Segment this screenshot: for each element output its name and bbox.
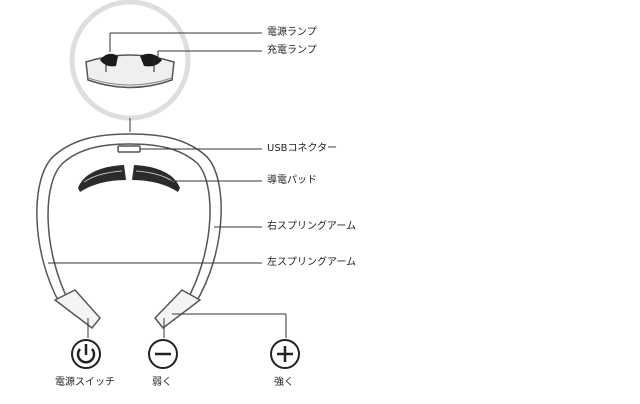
lamp-zoom-inset xyxy=(69,0,191,121)
label-usb-connector: USBコネクター xyxy=(267,143,338,154)
leader-lines xyxy=(48,32,287,338)
label-weak: 弱く xyxy=(152,377,172,388)
neckband xyxy=(36,133,222,330)
label-charge-lamp: 充電ランプ xyxy=(267,45,317,56)
label-right-spring-arm: 右スプリングアーム xyxy=(267,221,357,232)
label-left-spring-arm: 左スプリングアーム xyxy=(267,257,357,268)
label-power-lamp: 電源ランプ xyxy=(267,27,317,38)
label-strong: 強く xyxy=(274,377,294,388)
usb-port xyxy=(117,145,141,153)
label-conductive-pad: 導電パッド xyxy=(267,175,317,186)
conductive-pads xyxy=(78,165,180,192)
power-icon[interactable] xyxy=(71,339,101,369)
plus-icon[interactable] xyxy=(270,339,300,369)
label-power-switch: 電源スイッチ xyxy=(55,377,115,388)
minus-icon[interactable] xyxy=(148,339,178,369)
